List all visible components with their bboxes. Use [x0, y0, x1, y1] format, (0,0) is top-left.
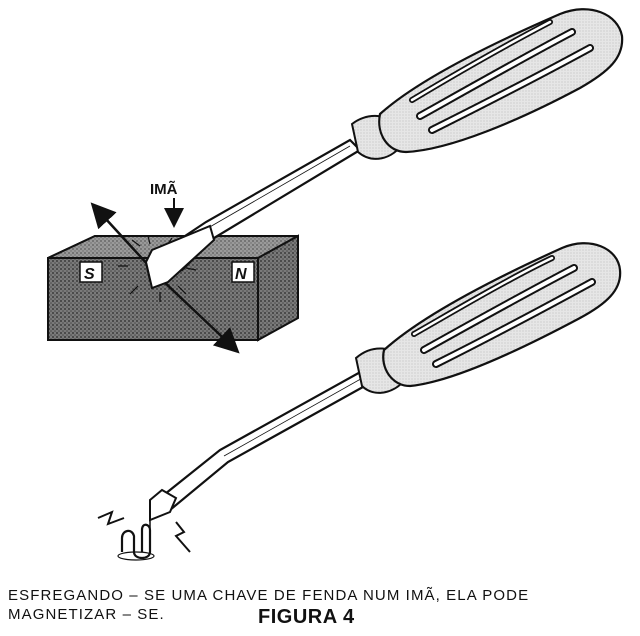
magnet-side-face [257, 234, 299, 342]
south-pole-label: S [84, 266, 95, 283]
caption-line-1: ESFREGANDO – SE UMA CHAVE DE FENDA NUM I… [8, 587, 530, 604]
figure-caption: ESFREGANDO – SE UMA CHAVE DE FENDA NUM I… [8, 586, 638, 624]
screwdriver-bottom-handle [382, 242, 622, 388]
north-pole-label: N [235, 266, 247, 283]
spark-left-icon [97, 510, 125, 526]
spark-right-icon [174, 521, 191, 553]
screwdriver-top-handle [378, 8, 624, 154]
screwdriver-top [144, 8, 624, 290]
north-pole-box [231, 261, 255, 283]
screwdriver-bottom [149, 242, 622, 522]
caption-line-2: MAGNETIZAR – SE. [8, 606, 165, 623]
paper-clip-icon [117, 520, 155, 561]
screwdriver-bottom-blade [149, 488, 178, 522]
magnet-label: IMÃ [150, 180, 178, 198]
screwdriver-top-blade [144, 224, 216, 290]
screwdriver-bottom-shaft [158, 368, 374, 512]
figure-label: FIGURA 4 [258, 606, 355, 628]
south-pole-box [79, 261, 103, 283]
